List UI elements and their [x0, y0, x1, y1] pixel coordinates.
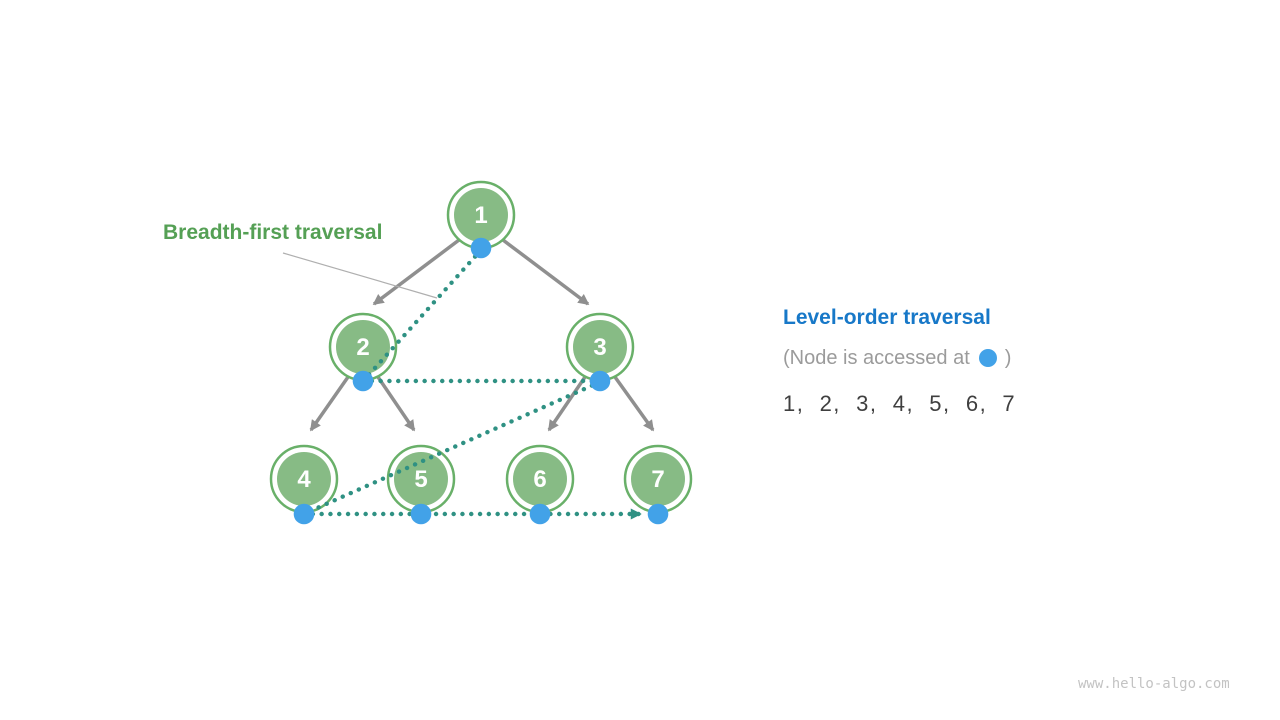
legend-note: (Node is accessed at) — [783, 347, 1016, 370]
node-7-label: 7 — [651, 466, 664, 493]
traversal-path — [301, 247, 642, 520]
node-1-label: 1 — [474, 202, 487, 229]
node-6-label: 6 — [533, 466, 546, 493]
access-dot-3 — [589, 370, 611, 392]
tree-node-6: 6 — [505, 444, 575, 514]
access-dot-icon — [978, 349, 997, 367]
tree-node-7: 7 — [623, 444, 693, 514]
edge-3-6 — [547, 376, 587, 432]
edge-2-4 — [309, 375, 350, 432]
legend-note-suffix: ) — [1004, 347, 1012, 369]
legend-title: Level-order traversal — [783, 306, 991, 329]
traversal-sequence: 1, 2, 3, 4, 5, 6, 7 — [783, 391, 1017, 416]
tree-node-2: 2 — [328, 312, 398, 382]
tree-edges — [309, 238, 655, 432]
access-dot-6 — [529, 503, 551, 525]
annotation-pointer-line — [282, 252, 438, 299]
access-dot-2 — [352, 370, 374, 392]
node-3-label: 3 — [593, 334, 606, 361]
node-2-label: 2 — [356, 334, 369, 361]
edge-1-3 — [501, 238, 590, 306]
watermark: www.hello-algo.com — [1078, 676, 1230, 692]
tree-node-1: 1 — [446, 180, 516, 250]
node-5-label: 5 — [414, 466, 427, 493]
node-4-label: 4 — [297, 466, 311, 493]
tree-node-5: 5 — [386, 444, 456, 514]
access-dot-1 — [470, 237, 492, 259]
access-dots — [293, 237, 669, 525]
edge-2-5 — [376, 376, 416, 432]
tree-nodes: 1 2 3 4 5 — [269, 180, 693, 514]
legend-panel: Level-order traversal (Node is accessed … — [783, 306, 1016, 417]
access-dot-5 — [410, 503, 432, 525]
access-dot-4 — [293, 503, 315, 525]
access-dot-7 — [647, 503, 669, 525]
edge-1-2 — [372, 238, 461, 306]
breadth-first-caption: Breadth-first traversal — [163, 221, 383, 244]
edge-3-7 — [613, 375, 655, 432]
traversal-seg-1-2 — [362, 247, 484, 382]
tree-node-3: 3 — [565, 312, 635, 382]
legend-note-prefix: (Node is accessed at — [783, 347, 970, 369]
traversal-seg-3-4 — [303, 379, 603, 516]
